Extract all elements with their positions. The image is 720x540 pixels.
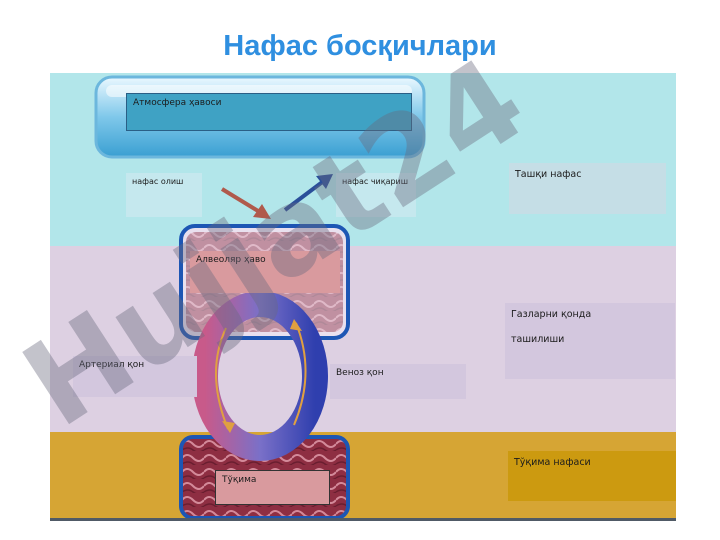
venous-blood-label: Веноз қон bbox=[330, 364, 466, 399]
tissue-respiration-stage: Тўқима нафаси bbox=[508, 451, 676, 501]
inhale-arrow bbox=[220, 187, 265, 216]
arterial-blood-label: Артериал қон bbox=[73, 356, 197, 397]
gas-transport-stage: Газларни қонда ташилиши bbox=[505, 303, 675, 379]
blood-circulation-ring bbox=[192, 291, 328, 461]
inhale-label: нафас олиш bbox=[126, 173, 202, 217]
atmosphere-air-label: Атмосфера ҳавоси bbox=[126, 93, 412, 131]
gas-transport-line-2: ташилиши bbox=[511, 334, 565, 345]
exhale-arrow bbox=[283, 178, 327, 212]
diagram-frame: Атмосфера ҳавоси нафас олиш нафас чиқари… bbox=[50, 73, 676, 521]
gas-transport-line-1: Газларни қонда bbox=[511, 309, 592, 320]
alveolar-air-label: Алвеоляр ҳаво bbox=[190, 251, 340, 293]
page-title: Нафас босқичлари bbox=[223, 30, 497, 62]
exhale-label: нафас чиқариш bbox=[336, 173, 416, 217]
tissue-label: Тўқима bbox=[215, 470, 330, 505]
external-respiration-stage: Ташқи нафас bbox=[509, 163, 666, 214]
